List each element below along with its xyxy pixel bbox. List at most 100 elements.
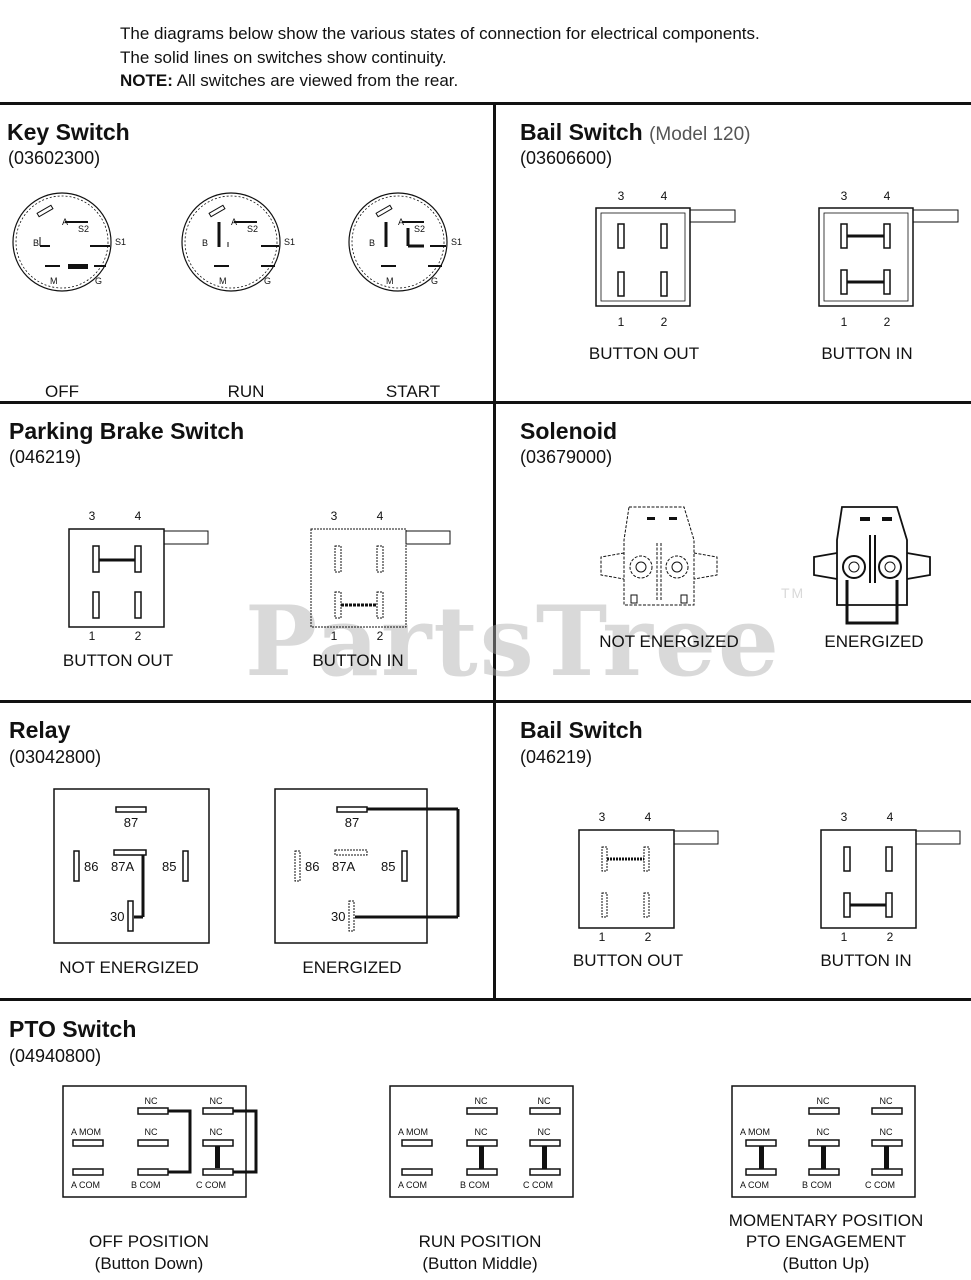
pto-nc-c: NC xyxy=(880,1127,893,1137)
relay-pin-86: 86 xyxy=(84,859,98,874)
key-switch-part: (03602300) xyxy=(8,148,101,168)
pto-momentary-label-2: PTO ENGAGEMENT xyxy=(746,1232,906,1251)
bail-switch-120-name: Bail Switch xyxy=(520,119,643,145)
pin-3: 3 xyxy=(841,189,848,203)
solenoid-state-not-energized: NOT ENERGIZED xyxy=(599,632,738,651)
pto-c-com: C COM xyxy=(865,1180,895,1190)
pto-c-com: C COM xyxy=(523,1180,553,1190)
key-switch-run: A S2 B S1 M G RUN xyxy=(181,192,295,401)
bail-switch-120-part: (03606600) xyxy=(520,148,613,168)
parking-brake-diagram: 3 4 1 2 BUTTON OUT 3 4 1 2 BUTTON IN xyxy=(63,509,451,670)
relay-state-not-energized: NOT ENERGIZED xyxy=(59,958,198,977)
pin-4: 4 xyxy=(661,189,668,203)
relay-pin-85: 85 xyxy=(162,859,176,874)
pin-3: 3 xyxy=(89,509,96,523)
parking-state-out: BUTTON OUT xyxy=(63,651,173,670)
bail-switch-diagram: 3 4 1 2 BUTTON OUT 3 4 1 2 BUTTON IN xyxy=(573,810,961,970)
bail-switch-part: (046219) xyxy=(520,747,593,767)
pin-2: 2 xyxy=(884,315,891,329)
pto-c-com: C COM xyxy=(196,1180,226,1190)
pin-1: 1 xyxy=(841,315,848,329)
pto-off-label: OFF POSITION xyxy=(89,1232,209,1251)
relay-pin-85: 85 xyxy=(381,859,395,874)
solenoid-diagram: NOT ENERGIZED ENERGIZED xyxy=(599,506,931,651)
parking-button-out: 3 4 1 2 BUTTON OUT xyxy=(63,509,209,670)
pin-2: 2 xyxy=(377,629,384,643)
pin-2: 2 xyxy=(887,930,894,944)
note-text: All switches are viewed from the rear. xyxy=(176,71,459,90)
watermark: PartsTreeTM xyxy=(245,585,805,698)
terminal-s2: S2 xyxy=(247,224,258,234)
relay-pin-87: 87 xyxy=(124,815,138,830)
solenoid-energized: ENERGIZED xyxy=(813,506,931,651)
bail-state-out: BUTTON OUT xyxy=(573,951,683,970)
key-switch-off: A S2 B S1 M G OFF xyxy=(12,192,126,401)
pin-3: 3 xyxy=(599,810,606,824)
pto-nc-c: NC xyxy=(210,1127,223,1137)
pin-1: 1 xyxy=(599,930,606,944)
pto-nc-b: NC xyxy=(817,1127,830,1137)
terminal-g: G xyxy=(264,276,271,286)
relay-state-energized: ENERGIZED xyxy=(302,958,401,977)
pto-nc-b: NC xyxy=(475,1127,488,1137)
relay-pin-87a: 87A xyxy=(332,859,355,874)
parking-brake-part: (046219) xyxy=(9,447,82,467)
terminal-b: B xyxy=(33,238,39,248)
terminal-s2: S2 xyxy=(414,224,425,234)
terminal-g: G xyxy=(431,276,438,286)
relay-energized: 87 86 87A 85 30 ENERGIZED xyxy=(274,788,460,977)
key-switch-start: A S2 B S1 M G START xyxy=(348,192,462,401)
pin-4: 4 xyxy=(645,810,652,824)
parking-button-in: 3 4 1 2 BUTTON IN xyxy=(310,509,451,670)
pto-run-label: RUN POSITION xyxy=(419,1232,542,1251)
relay-not-energized: 87 86 87A 85 30 NOT ENERGIZED xyxy=(53,788,210,977)
solenoid-part: (03679000) xyxy=(520,447,613,467)
intro-text: The diagrams below show the various stat… xyxy=(120,22,760,93)
terminal-s2: S2 xyxy=(78,224,89,234)
pto-a-com: A COM xyxy=(740,1180,769,1190)
terminal-m: M xyxy=(219,276,227,286)
pin-2: 2 xyxy=(661,315,668,329)
parking-state-in: BUTTON IN xyxy=(312,651,403,670)
key-switch-diagram: A S2 B S1 M G OFF A S2 B S1 M G RUN A xyxy=(12,192,462,401)
pto-nc-b-top: NC xyxy=(145,1096,158,1106)
pto-nc-b: NC xyxy=(145,1127,158,1137)
terminal-m: M xyxy=(386,276,394,286)
pin-1: 1 xyxy=(331,629,338,643)
terminal-g: G xyxy=(95,276,102,286)
watermark-tm: TM xyxy=(780,585,806,601)
terminal-s1: S1 xyxy=(451,237,462,247)
relay-pin-86: 86 xyxy=(305,859,319,874)
pin-3: 3 xyxy=(331,509,338,523)
terminal-a: A xyxy=(398,217,404,227)
terminal-a: A xyxy=(231,217,237,227)
solenoid-title: Solenoid xyxy=(520,418,618,444)
pto-switch-title: PTO Switch xyxy=(9,1016,137,1042)
divider-row4 xyxy=(0,998,971,1001)
key-state-off: OFF xyxy=(45,382,79,401)
terminal-s1: S1 xyxy=(284,237,295,247)
intro-note: NOTE: All switches are viewed from the r… xyxy=(120,69,760,93)
bail-switch-120-title: Bail Switch (Model 120) xyxy=(520,119,750,146)
key-state-start: START xyxy=(386,382,440,401)
pto-run: NC NC A MOM NC NC A COM B COM C COM RUN … xyxy=(389,1085,574,1273)
pin-4: 4 xyxy=(884,189,891,203)
pto-switch-part: (04940800) xyxy=(9,1046,102,1066)
pto-nc-c-top: NC xyxy=(210,1096,223,1106)
relay-pin-30: 30 xyxy=(331,909,345,924)
relay-title: Relay xyxy=(9,717,71,743)
pin-4: 4 xyxy=(377,509,384,523)
pto-momentary: NC NC A MOM NC NC A COM B COM C COM MOME… xyxy=(729,1085,923,1273)
intro-line-1: The diagrams below show the various stat… xyxy=(120,24,760,43)
divider-top xyxy=(0,102,971,105)
bail120-button-in: 3 4 1 2 BUTTON IN xyxy=(818,189,959,363)
bail-state-in: BUTTON IN xyxy=(820,951,911,970)
key-state-run: RUN xyxy=(228,382,265,401)
pto-a-com: A COM xyxy=(398,1180,427,1190)
relay-pin-87: 87 xyxy=(345,815,359,830)
pin-3: 3 xyxy=(618,189,625,203)
terminal-b: B xyxy=(202,238,208,248)
divider-row3 xyxy=(0,700,971,703)
pto-a-mom: A MOM xyxy=(398,1127,428,1137)
pto-nc-b-top: NC xyxy=(817,1096,830,1106)
